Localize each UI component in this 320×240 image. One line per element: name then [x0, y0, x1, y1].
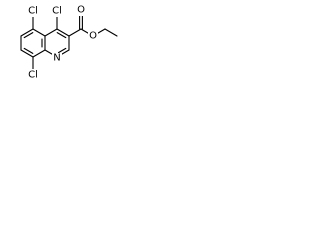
- atom-label-cl-top: Cl: [52, 6, 62, 17]
- atom-label-layer: Cl Cl Cl N O O: [26, 5, 98, 81]
- bond-c4-c3-inner: [56, 32, 67, 39]
- bond-c3-carbonyl-c: [68, 28, 82, 37]
- bond-c4a-c4: [44, 28, 58, 37]
- atom-label-cl-bottom: Cl: [28, 70, 38, 81]
- bond-c8-c8a: [32, 49, 46, 58]
- nitrogen-1: N: [52, 53, 62, 64]
- bond-c2-n1-inner: [57, 47, 67, 54]
- bond-c4-c3: [56, 28, 70, 37]
- chlorine-8: Cl: [26, 69, 40, 81]
- bond-c4a-c5: [32, 28, 46, 37]
- atom-label-n: N: [53, 53, 60, 64]
- oxygen-ester: O: [88, 31, 98, 42]
- chemical-structure-diagram: Cl Cl Cl N O O: [20, 5, 118, 81]
- chlorine-4: Cl: [50, 6, 64, 17]
- bond-ch2-ch3: [104, 28, 118, 37]
- bond-c5-c6: [20, 28, 34, 37]
- atom-label-cl-top-left: Cl: [28, 6, 38, 17]
- atom-label-o-ester: O: [89, 31, 97, 42]
- oxygen-carbonyl: O: [76, 5, 86, 16]
- chlorine-5: Cl: [26, 6, 40, 17]
- bond-layer: [20, 15, 118, 71]
- bond-c7-c8: [20, 49, 34, 58]
- bond-c7-c8-inner: [23, 47, 34, 54]
- atom-label-o-carbonyl: O: [77, 5, 85, 16]
- bond-c5-c6-inner: [23, 32, 34, 39]
